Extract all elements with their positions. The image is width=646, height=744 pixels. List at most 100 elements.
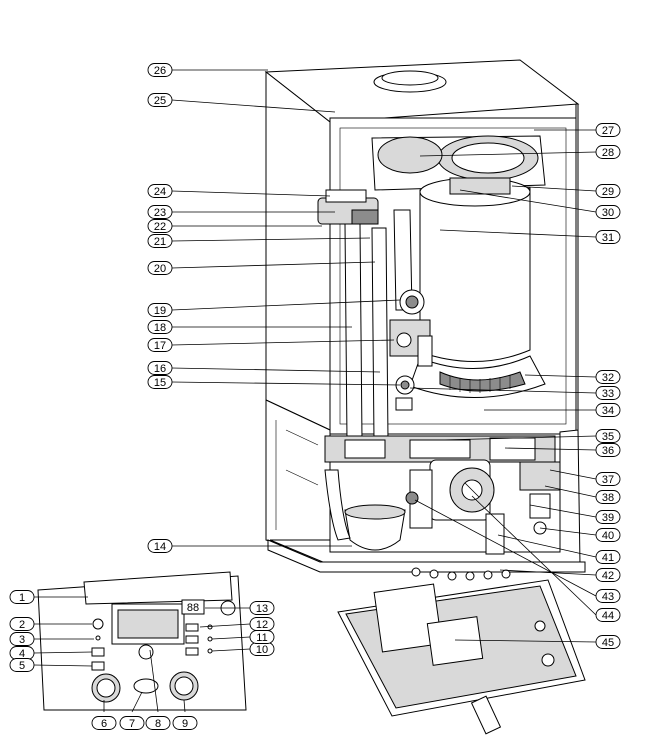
callout-number: 8 bbox=[155, 718, 161, 730]
control-box-lid bbox=[337, 579, 586, 735]
callout-44: 44 bbox=[595, 608, 621, 622]
callout-22: 22 bbox=[147, 219, 173, 233]
callout-bubble bbox=[595, 550, 621, 564]
callout-21: 21 bbox=[147, 234, 173, 248]
callout-38: 38 bbox=[595, 490, 621, 504]
callout-number: 7 bbox=[129, 718, 135, 730]
return-pipe bbox=[371, 227, 389, 441]
callout-bubble bbox=[595, 145, 621, 159]
callout-39: 39 bbox=[595, 510, 621, 524]
digit-display bbox=[181, 599, 205, 615]
callout-41: 41 bbox=[595, 550, 621, 564]
callout-number: 31 bbox=[602, 232, 614, 244]
callout-18: 18 bbox=[147, 320, 173, 334]
callout-bubble bbox=[595, 403, 621, 417]
callout-number: 34 bbox=[602, 405, 614, 417]
callout-bubble bbox=[595, 528, 621, 542]
callout-33: 33 bbox=[595, 386, 621, 400]
callout-29: 29 bbox=[595, 184, 621, 198]
callout-number: 30 bbox=[602, 207, 614, 219]
callout-number: 39 bbox=[602, 512, 614, 524]
callout-26: 26 bbox=[147, 63, 173, 77]
callout-number: 32 bbox=[602, 372, 614, 384]
callout-number: 14 bbox=[154, 541, 166, 553]
callout-number: 11 bbox=[256, 632, 267, 644]
callout-bubble bbox=[147, 184, 173, 198]
callout-number: 12 bbox=[256, 619, 268, 631]
callout-12: 12 bbox=[249, 617, 275, 631]
callout-19: 19 bbox=[147, 303, 173, 317]
callout-number: 35 bbox=[602, 431, 614, 443]
callout-bubble bbox=[9, 617, 35, 631]
callout-number: 41 bbox=[602, 552, 614, 564]
callout-2: 2 bbox=[9, 617, 35, 631]
callout-37: 37 bbox=[595, 472, 621, 486]
callout-bubble bbox=[147, 205, 173, 219]
callout-number: 37 bbox=[602, 474, 614, 486]
callout-number: 43 bbox=[602, 591, 614, 603]
callout-36: 36 bbox=[595, 443, 621, 457]
callout-25: 25 bbox=[147, 93, 173, 107]
callout-bubble bbox=[595, 568, 621, 582]
callout-10: 10 bbox=[249, 642, 275, 656]
callout-23: 23 bbox=[147, 205, 173, 219]
callout-number: 3 bbox=[19, 634, 25, 646]
left-side-panel bbox=[265, 70, 331, 431]
callout-42: 42 bbox=[595, 568, 621, 582]
callout-bubble bbox=[595, 230, 621, 244]
callout-bubble bbox=[595, 608, 621, 622]
callout-15: 15 bbox=[147, 375, 173, 389]
callout-number: 44 bbox=[602, 610, 614, 622]
callout-number: 2 bbox=[19, 619, 25, 631]
callout-bubble bbox=[147, 63, 173, 77]
callout-bubble bbox=[595, 123, 621, 137]
callout-number: 29 bbox=[602, 186, 614, 198]
callout-number: 21 bbox=[154, 236, 166, 248]
callout-number: 16 bbox=[154, 363, 166, 375]
callout-number: 17 bbox=[154, 340, 166, 352]
callout-number: 9 bbox=[182, 718, 188, 730]
callout-number: 38 bbox=[602, 492, 614, 504]
callout-number: 24 bbox=[154, 186, 166, 198]
callout-3: 3 bbox=[9, 632, 35, 646]
callout-bubble bbox=[147, 338, 173, 352]
heat-exchanger bbox=[419, 187, 531, 363]
callout-bubble bbox=[147, 303, 173, 317]
callout-bubble bbox=[595, 490, 621, 504]
boiler-internals bbox=[317, 135, 561, 581]
callout-bubble bbox=[595, 472, 621, 486]
heating-button bbox=[91, 661, 105, 671]
callout-32: 32 bbox=[595, 370, 621, 384]
callout-number: 19 bbox=[154, 305, 166, 317]
callout-number: 26 bbox=[154, 65, 166, 77]
callout-9: 9 bbox=[172, 716, 198, 730]
callout-bubble bbox=[595, 635, 621, 649]
menu-button bbox=[138, 644, 154, 660]
leader-lines bbox=[33, 69, 597, 713]
callout-bubble bbox=[595, 205, 621, 219]
callout-bubble bbox=[595, 184, 621, 198]
callout-bubble bbox=[147, 219, 173, 233]
callout-17: 17 bbox=[147, 338, 173, 352]
callout-bubble bbox=[9, 590, 35, 604]
callout-bubble bbox=[595, 510, 621, 524]
callout-bubble bbox=[595, 429, 621, 443]
callout-number: 4 bbox=[19, 648, 25, 660]
callout-number: 10 bbox=[256, 644, 268, 656]
callout-bubble bbox=[147, 93, 173, 107]
callout-bubble bbox=[595, 443, 621, 457]
callout-number: 45 bbox=[602, 637, 614, 649]
callout-34: 34 bbox=[595, 403, 621, 417]
callout-bubble bbox=[147, 234, 173, 248]
callout-bubble bbox=[147, 361, 173, 375]
callout-number: 5 bbox=[19, 660, 25, 672]
callout-bubble bbox=[595, 370, 621, 384]
callout-bubble bbox=[91, 716, 117, 730]
callout-28: 28 bbox=[595, 145, 621, 159]
callout-number: 33 bbox=[602, 388, 614, 400]
callout-35: 35 bbox=[595, 429, 621, 443]
callout-45: 45 bbox=[595, 635, 621, 649]
callout-bubble bbox=[9, 632, 35, 646]
callout-number: 27 bbox=[602, 125, 614, 137]
